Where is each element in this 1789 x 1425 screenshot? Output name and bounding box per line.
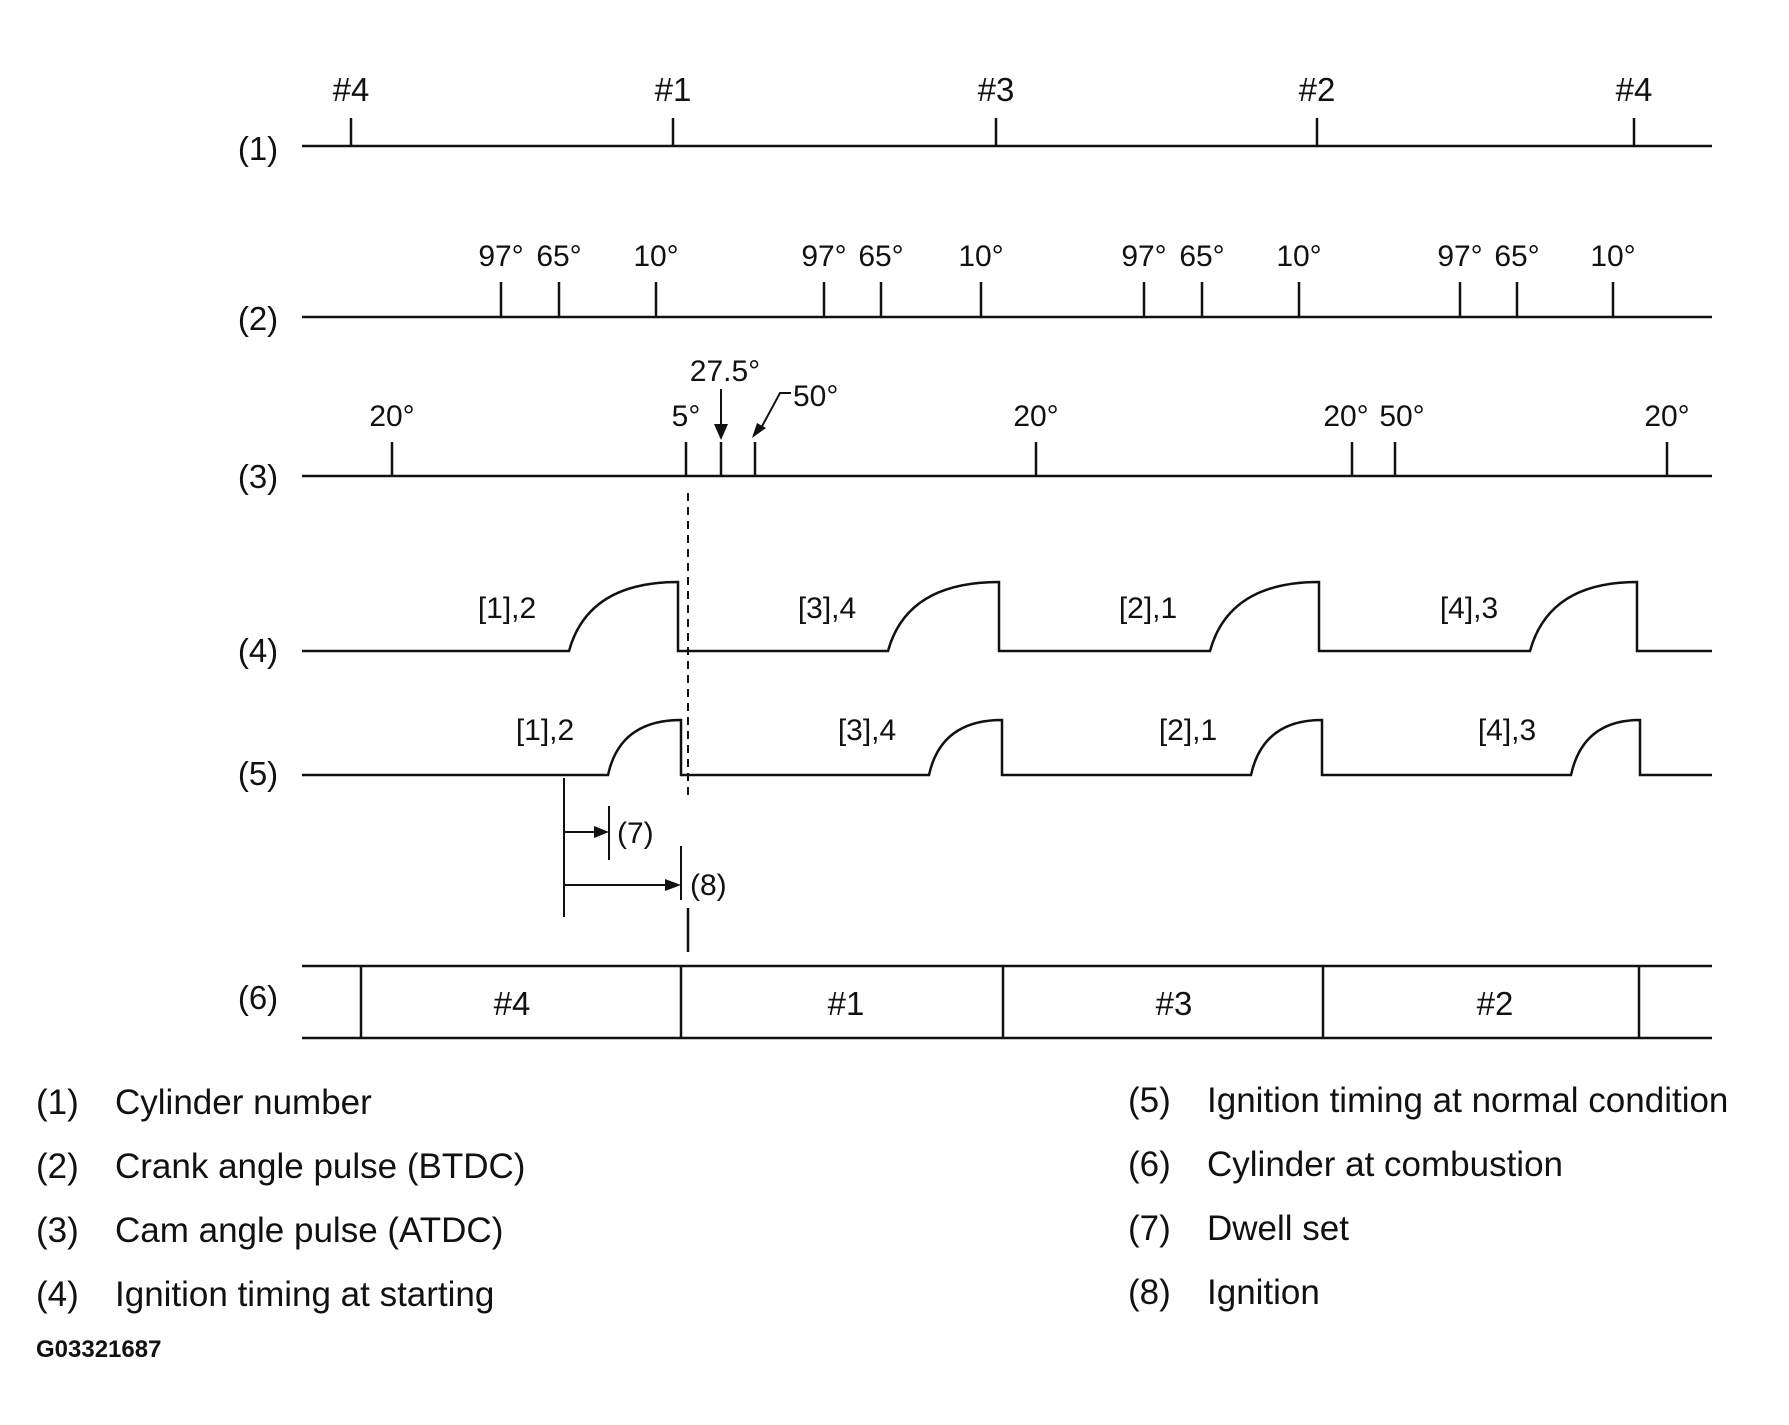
cam-pulse-label: 5° [672, 400, 701, 433]
cam-pulse-label: 20° [1323, 400, 1368, 433]
cam-50-arrow-head [752, 423, 766, 438]
crank-pulse-label: 10° [958, 240, 1003, 273]
dwell-callout-label: (7) [617, 817, 654, 850]
legend-text: Ignition timing at normal condition [1207, 1081, 1728, 1120]
ignition-callout-label: (8) [690, 869, 727, 902]
cam-pulse-label: 27.5° [690, 355, 760, 388]
normal-timing-label: [4],3 [1478, 714, 1536, 747]
cam-pulse-label: 20° [1013, 400, 1058, 433]
cam-pulse-label: 20° [1644, 400, 1689, 433]
cylinder-mark: #2 [1299, 71, 1336, 108]
legend-text: Crank angle pulse (BTDC) [115, 1147, 525, 1186]
combustion-row: #4 #1 #3 #2 [302, 964, 1712, 1040]
row-label-1: (1) [238, 130, 278, 167]
row-label-4: (4) [238, 632, 278, 669]
crank-pulse-label: 65° [858, 240, 903, 273]
row-label-2: (2) [238, 300, 278, 337]
legend-text: Ignition timing at starting [115, 1275, 494, 1314]
row-label-6: (6) [238, 979, 278, 1016]
normal-timing-row: [1],2 [3],4 [2],1 [4],3 [302, 714, 1712, 777]
cylinder-mark: #4 [1616, 71, 1653, 108]
cam-pulse-label: 50° [793, 380, 838, 413]
dwell-arrow-head [594, 826, 609, 838]
legend-number: (6) [1128, 1145, 1171, 1184]
legend-text: Ignition [1207, 1273, 1320, 1312]
crank-pulse-row: 97° 65° 10° 97° 65° 10° 97° 65° 10° 97° … [302, 240, 1712, 319]
normal-timing-label: [2],1 [1159, 714, 1217, 747]
crank-pulse-label: 97° [1437, 240, 1482, 273]
combustion-cell: #4 [494, 985, 531, 1022]
legend-text: Dwell set [1207, 1209, 1349, 1248]
starting-timing-label: [3],4 [798, 592, 856, 625]
normal-timing-label: [1],2 [516, 714, 574, 747]
crank-pulse-label: 10° [1590, 240, 1635, 273]
cam-pulse-label: 20° [369, 400, 414, 433]
row-label-3: (3) [238, 458, 278, 495]
starting-timing-row: [1],2 [3],4 [2],1 [4],3 [302, 580, 1712, 653]
legend-text: Cylinder number [115, 1083, 372, 1122]
starting-timing-label: [1],2 [478, 592, 536, 625]
ignition-arrow-head [665, 879, 681, 891]
combustion-cell: #1 [828, 985, 865, 1022]
crank-pulse-label: 10° [1276, 240, 1321, 273]
legend: (1) Cylinder number (2) Crank angle puls… [36, 1081, 1728, 1314]
legend-number: (3) [36, 1211, 79, 1250]
combustion-cell: #3 [1156, 985, 1193, 1022]
starting-timing-label: [4],3 [1440, 592, 1498, 625]
crank-pulse-label: 97° [478, 240, 523, 273]
cam-pulse-label: 50° [1379, 400, 1424, 433]
starting-timing-label: [2],1 [1119, 592, 1177, 625]
dwell-ignition-callouts: (7) (8) [563, 778, 727, 952]
crank-pulse-label: 97° [1121, 240, 1166, 273]
row-labels: (1) (2) (3) (4) (5) (6) [238, 130, 278, 1016]
legend-number: (8) [1128, 1273, 1171, 1312]
cylinder-mark: #4 [333, 71, 370, 108]
normal-timing-waveform [302, 718, 1712, 777]
crank-pulse-label: 97° [801, 240, 846, 273]
cam-27-arrow-head [714, 424, 728, 440]
row-label-5: (5) [238, 755, 278, 792]
legend-number: (7) [1128, 1209, 1171, 1248]
crank-pulse-label: 65° [1494, 240, 1539, 273]
crank-pulse-label: 10° [633, 240, 678, 273]
cylinder-mark: #1 [655, 71, 692, 108]
legend-text: Cam angle pulse (ATDC) [115, 1211, 503, 1250]
combustion-cell: #2 [1477, 985, 1514, 1022]
crank-pulse-label: 65° [1179, 240, 1224, 273]
legend-number: (2) [36, 1147, 79, 1186]
cylinder-mark: #3 [978, 71, 1015, 108]
crank-pulse-label: 65° [536, 240, 581, 273]
legend-number: (1) [36, 1083, 79, 1122]
cylinder-number-row: #4 #1 #3 #2 #4 [302, 71, 1712, 148]
legend-text: Cylinder at combustion [1207, 1145, 1563, 1184]
figure-code: G03321687 [36, 1336, 161, 1363]
normal-timing-label: [3],4 [838, 714, 896, 747]
cam-50-leader [759, 392, 791, 431]
starting-timing-waveform [302, 580, 1712, 653]
legend-number: (4) [36, 1275, 79, 1314]
cam-pulse-row: 20° 5° 27.5° 50° 20° 20° 50° 20° [302, 355, 1712, 478]
legend-number: (5) [1128, 1081, 1171, 1120]
